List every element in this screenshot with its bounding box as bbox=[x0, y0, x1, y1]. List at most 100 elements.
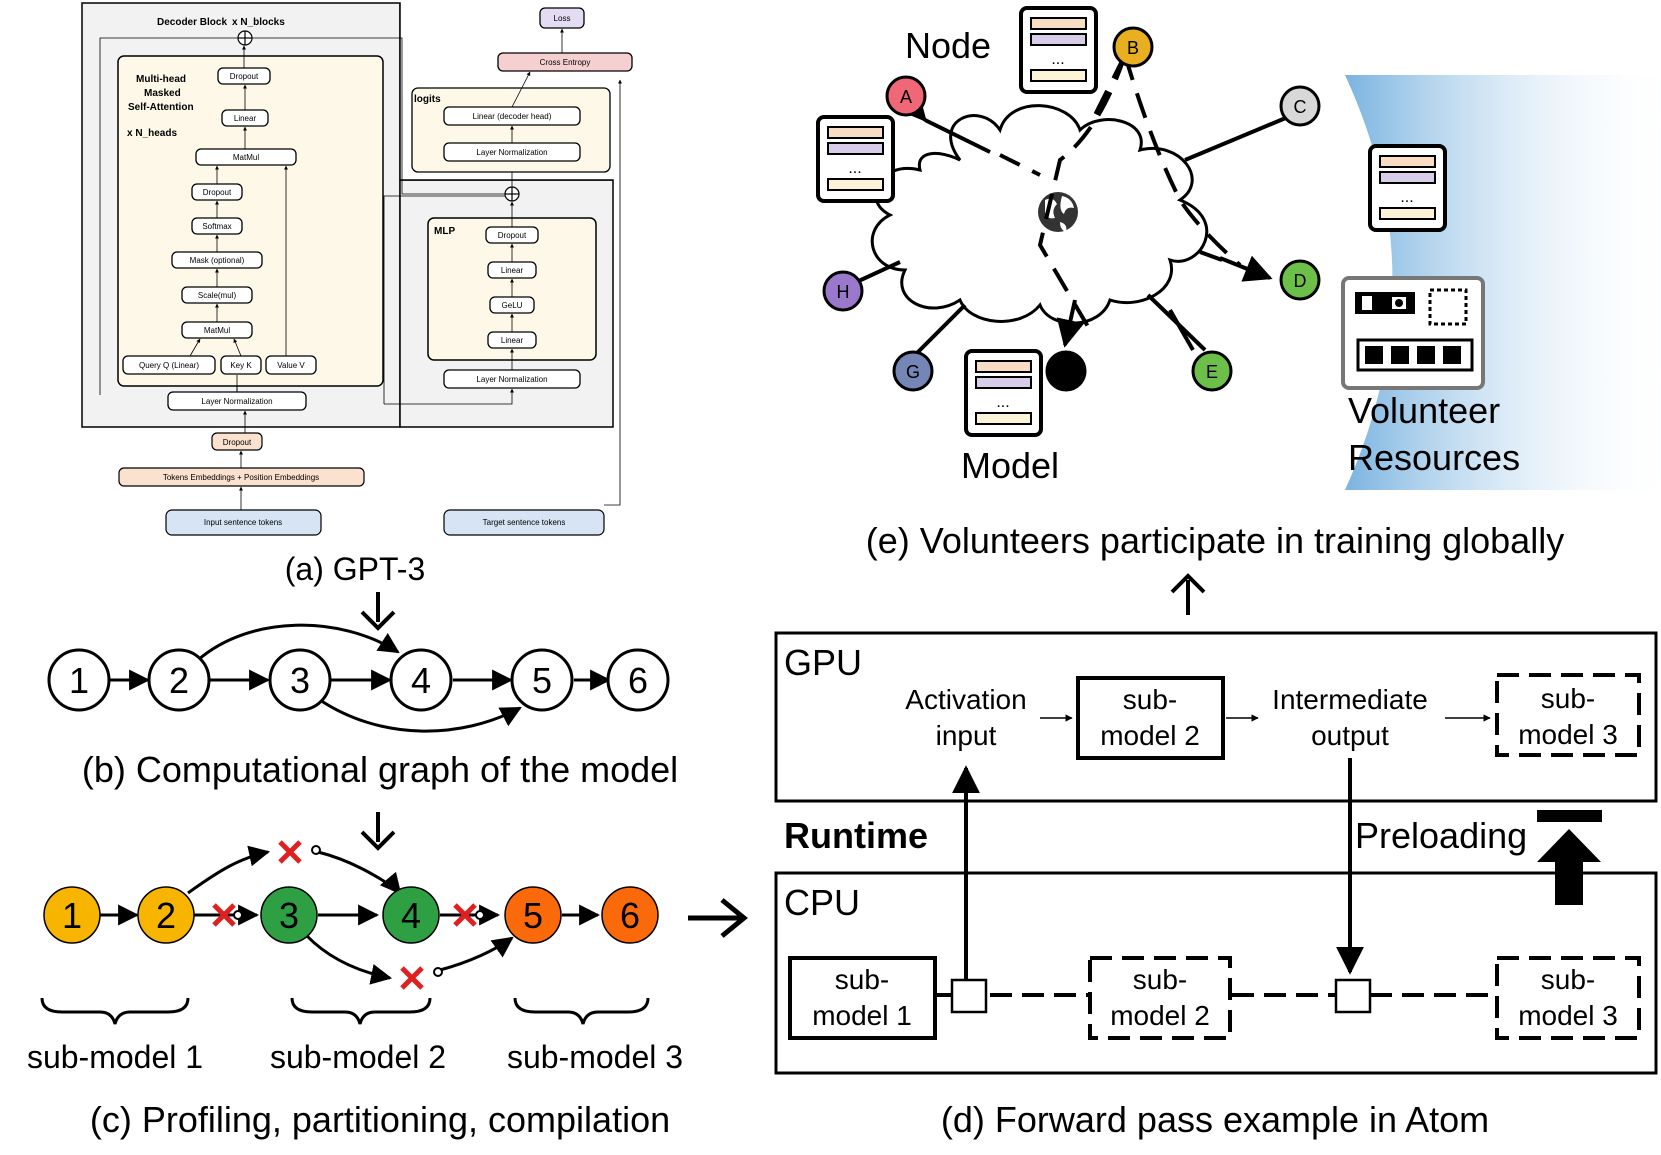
volunteer-node-A: A bbox=[885, 75, 927, 117]
cut-cross-icon bbox=[400, 966, 424, 990]
attn-title-2: Masked bbox=[144, 88, 181, 99]
gpu-sub3-line1: sub- bbox=[1541, 683, 1595, 714]
mlp-label: MLP bbox=[434, 226, 455, 237]
attn-linear: Linear bbox=[234, 114, 257, 123]
ellipsis: ... bbox=[996, 394, 1009, 411]
graph-node-5: 5 bbox=[510, 648, 574, 712]
caption-c: (c) Profiling, partitioning, compilation bbox=[90, 1099, 670, 1140]
ellipsis: ... bbox=[1400, 189, 1413, 206]
graph-node-label: 2 bbox=[169, 660, 189, 701]
partition-node-label: 6 bbox=[620, 895, 640, 936]
volunteer-node-B: B bbox=[1112, 26, 1154, 68]
graph-node-label: 3 bbox=[290, 660, 310, 701]
graph-node-1: 1 bbox=[47, 648, 111, 712]
volunteer-node-G: G bbox=[892, 350, 934, 392]
graph-node-2: 2 bbox=[147, 648, 211, 712]
graph-node-3: 3 bbox=[268, 648, 332, 712]
globe-icon bbox=[1038, 192, 1078, 232]
cross-entropy: Cross Entropy bbox=[540, 58, 591, 67]
cpu-submodel-2 bbox=[1088, 956, 1232, 1040]
caption-b: (b) Computational graph of the model bbox=[82, 749, 678, 790]
attn-value: Value V bbox=[277, 361, 305, 370]
partition-node-4: 4 bbox=[382, 886, 440, 944]
layer-norm-2: Layer Normalization bbox=[476, 375, 547, 384]
intermediate-label-2: output bbox=[1311, 720, 1389, 751]
volunteer-node-label: H bbox=[837, 282, 850, 302]
mlp-linear-2: Linear bbox=[501, 266, 524, 275]
logits-label: logits bbox=[414, 94, 441, 105]
model-server-icon: ... bbox=[1368, 144, 1447, 232]
graph-node-4: 4 bbox=[389, 648, 453, 712]
volunteer-node-D: D bbox=[1279, 259, 1321, 301]
cpu-sub3-line2: model 3 bbox=[1518, 1000, 1618, 1031]
gpt3-diagram: Decoder Block x N_blocks Multi-head Mask… bbox=[81, 2, 633, 587]
submodel-2-label: sub-model 2 bbox=[270, 1039, 446, 1075]
input-tokens-box: Input sentence tokens bbox=[204, 518, 282, 527]
activation-label-1: Activation bbox=[905, 684, 1026, 715]
partition-node-5: 5 bbox=[504, 886, 562, 944]
intermediate-label-1: Intermediate bbox=[1272, 684, 1428, 715]
cut-cross-icon bbox=[278, 840, 302, 864]
partition-node-3: 3 bbox=[260, 886, 318, 944]
attn-title-3: Self-Attention bbox=[128, 102, 194, 113]
attn-title-1: Multi-head bbox=[136, 74, 186, 85]
ellipsis: ... bbox=[848, 160, 861, 177]
volunteer-node-E: E bbox=[1191, 350, 1233, 392]
embed-dropout: Dropout bbox=[223, 438, 252, 447]
resources-label-2: Resources bbox=[1348, 437, 1520, 478]
flow-arrow-b-c bbox=[360, 812, 396, 851]
runtime-label: Runtime bbox=[784, 815, 928, 856]
gpu-card-icon bbox=[1341, 276, 1485, 390]
caption-e: (e) Volunteers participate in training g… bbox=[866, 520, 1564, 561]
model-server-icon: ... bbox=[816, 115, 895, 203]
cpu-sub2-line1: sub- bbox=[1133, 964, 1187, 995]
activation-label-2: input bbox=[936, 720, 997, 751]
attention-block bbox=[117, 55, 384, 387]
layer-norm-1: Layer Normalization bbox=[201, 397, 272, 406]
flow-arrow-a-b bbox=[360, 592, 396, 631]
flow-arrow-d-e bbox=[1170, 573, 1206, 615]
cut-cross-icon bbox=[453, 903, 477, 927]
cpu-sub1-line1: sub- bbox=[835, 964, 889, 995]
gpu-sub2-line1: sub- bbox=[1123, 684, 1177, 715]
loss: Loss bbox=[554, 14, 571, 23]
graph-node-label: 1 bbox=[69, 660, 89, 701]
volunteer-node-label: A bbox=[900, 87, 912, 107]
attn-scale: Scale(mul) bbox=[198, 291, 237, 300]
partition-node-label: 5 bbox=[523, 895, 543, 936]
decoder-head: Linear (decoder head) bbox=[473, 112, 552, 121]
n-heads-label: x N_heads bbox=[127, 128, 177, 139]
attn-softmax: Softmax bbox=[202, 222, 231, 231]
resources-label-1: Volunteer bbox=[1348, 390, 1500, 431]
gpu-label: GPU bbox=[784, 642, 862, 683]
caption-a: (a) GPT-3 bbox=[285, 551, 425, 587]
decoder-block-label: Decoder Block bbox=[157, 17, 227, 28]
ellipsis: ... bbox=[1051, 51, 1064, 68]
gpu-submodel-2 bbox=[1076, 676, 1225, 760]
cpu-sub3-line1: sub- bbox=[1541, 964, 1595, 995]
partition-node-label: 1 bbox=[62, 895, 82, 936]
mlp-gelu: GeLU bbox=[502, 301, 523, 310]
flow-arrow-c-d bbox=[688, 898, 748, 938]
forward-pass-diagram: GPU CPU Runtime Preloading Activation in… bbox=[774, 631, 1658, 1140]
mlp-dropout: Dropout bbox=[498, 231, 527, 240]
attn-matmul-1: MatMul bbox=[204, 326, 230, 335]
cut-cross-icon bbox=[212, 903, 236, 927]
attn-key: Key K bbox=[230, 361, 252, 370]
volunteer-node-F: F bbox=[1045, 350, 1087, 392]
graph-node-label: 6 bbox=[628, 660, 648, 701]
preloading-label: Preloading bbox=[1355, 815, 1527, 856]
node-label: Node bbox=[905, 25, 991, 66]
attn-matmul-2: MatMul bbox=[233, 153, 259, 162]
partition-node-1: 1 bbox=[43, 886, 101, 944]
volunteer-node-label: F bbox=[1061, 362, 1072, 382]
volunteer-node-label: G bbox=[906, 362, 920, 382]
cpu-label: CPU bbox=[784, 882, 860, 923]
partition-node-6: 6 bbox=[601, 886, 659, 944]
cpu-sub2-line2: model 2 bbox=[1110, 1000, 1210, 1031]
partition-node-label: 3 bbox=[279, 895, 299, 936]
gpu-submodel-3 bbox=[1495, 673, 1641, 757]
target-tokens-box: Target sentence tokens bbox=[483, 518, 566, 527]
